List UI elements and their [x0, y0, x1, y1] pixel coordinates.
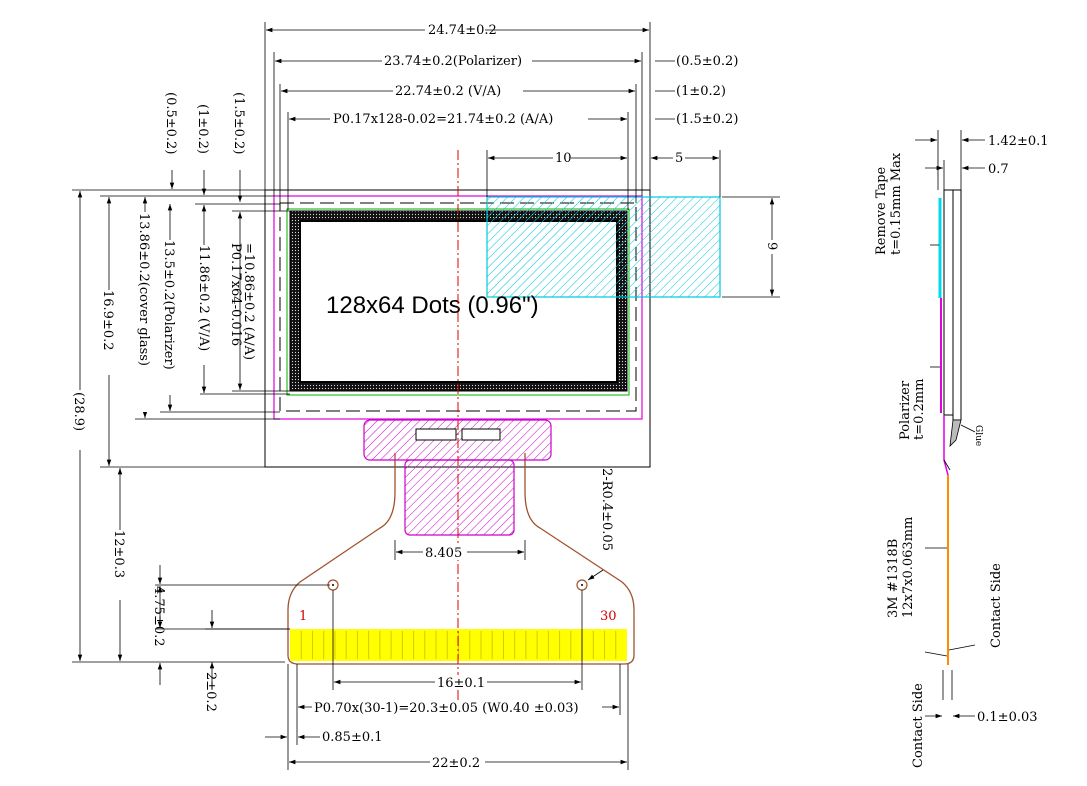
dim-tape-offset: 10: [555, 151, 572, 166]
dim-fpc-height: 12±0.3: [111, 530, 126, 578]
dim-aa-height-1: P0.17x64-0.016: [228, 243, 243, 346]
dim-aa-width: P0.17x128-0.02=21.74±0.2 (A/A): [333, 112, 553, 127]
dim-pin-offset: 0.85±0.1: [322, 730, 383, 745]
dim-left-05: (0.5±0.2): [163, 92, 178, 154]
front-view: 128x64 Dots (0.96") 1 30: [65, 22, 780, 771]
fpc-stiffener: [404, 459, 515, 536]
side-3m-1: 3M #1318B: [886, 539, 901, 618]
side-glass-bottom: [943, 189, 954, 416]
dim-tail-width: 8.405: [425, 546, 462, 561]
pin-last-label: 30: [600, 609, 617, 624]
side-polarizer-2: t=0.2mm: [912, 379, 927, 440]
fpc-outline: [287, 453, 635, 665]
side-thickness: 1.42±0.1: [988, 134, 1049, 149]
dim-total-height: (28.9): [71, 392, 86, 431]
dim-offset-05: (0.5±0.2): [676, 54, 738, 69]
side-3m-2: 12x7x0.063mm: [901, 517, 916, 618]
dim-offset-1: (1±0.2): [676, 84, 726, 99]
side-remove-tape-1: Remove Tape: [874, 166, 889, 255]
dim-va-height: 11.86±0.2 (V/A): [196, 245, 211, 351]
dim-polarizer-width: 23.74±0.2(Polarizer): [384, 54, 522, 69]
dim-offset-15: (1.5±0.2): [676, 112, 738, 127]
dim-cover-glass-height: 13.86±0.2(cover glass): [136, 213, 151, 366]
dim-pin-pitch: P0.70x(30-1)=20.3±0.05 (W0.40 ±0.03): [314, 701, 579, 716]
dim-left-1: (1±0.2): [195, 104, 210, 154]
display-label: 128x64 Dots (0.96"): [326, 292, 539, 319]
dim-hole-pitch: 16±0.1: [437, 676, 485, 691]
dim-fpc-width: 22±0.2: [432, 756, 480, 771]
side-contact-left: Contact Side: [911, 683, 926, 768]
side-fpc-thickness: 0.1±0.03: [977, 710, 1038, 725]
dim-va-width: 22.74±0.2 (V/A): [395, 84, 501, 99]
dim-radius: 2-R0.4±0.05: [599, 468, 614, 551]
dim-outline-width: 24.74±0.2: [428, 23, 497, 38]
dim-hole-height: 4.75±0.2: [151, 586, 166, 647]
dim-left-15: (1.5±0.2): [231, 92, 246, 154]
side-view: 1.42±0.1 0.7 Remove Tape t=0.15mm Max Po…: [874, 130, 1049, 768]
remove-tape: [486, 196, 721, 298]
dim-tape-width: 5: [675, 151, 683, 166]
side-glass-top: [952, 189, 962, 421]
pin-first-label: 1: [299, 609, 307, 624]
dim-tape-height: 9: [764, 242, 779, 250]
ic-window-left: [415, 428, 457, 441]
dim-pad-height: 2±0.2: [203, 672, 218, 712]
side-glue-label: Glue: [973, 425, 983, 446]
dim-panel-height: 16.9±0.2: [100, 290, 115, 351]
side-remove-tape-2: t=0.15mm Max: [889, 152, 904, 255]
pad-separators: [300, 631, 617, 659]
side-contact-right: Contact Side: [989, 563, 1004, 648]
ic-window-right: [461, 428, 501, 441]
side-glue: [949, 419, 962, 448]
dim-aa-height-2: =10.86±0.2 (A/A): [241, 243, 256, 360]
side-polarizer-1: Polarizer: [898, 380, 913, 440]
dim-polarizer-height: 13.5±0.2(Polarizer): [161, 240, 176, 370]
side-glass-thickness: 0.7: [988, 162, 1009, 177]
